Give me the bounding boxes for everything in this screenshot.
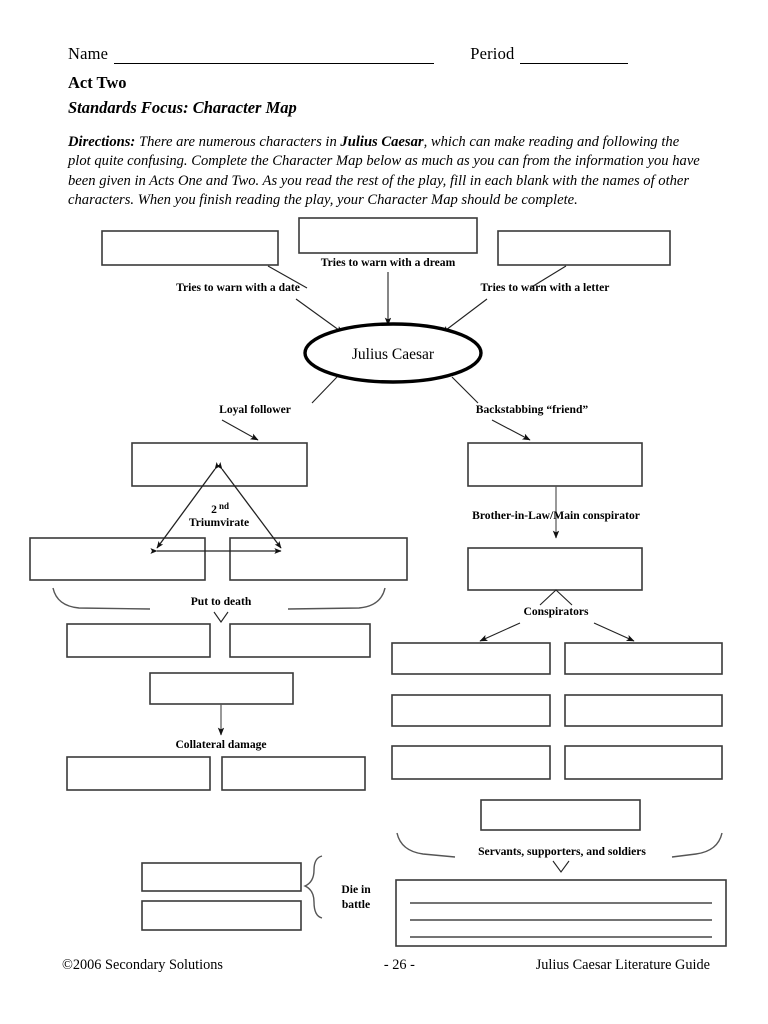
triumvirate-triangle-right <box>215 461 282 549</box>
page-header: Name Period Act Two Standards Focus: Cha… <box>68 44 700 118</box>
label-die-in-battle-line2: battle <box>342 898 370 911</box>
arrow-to-box <box>491 419 531 441</box>
directions-text-after: , which can make reading and following t… <box>68 134 700 209</box>
directions-text-before: There are numerous characters in <box>138 134 337 150</box>
label-triumvirate-number: 2 <box>211 503 217 516</box>
brace-servants <box>396 832 723 858</box>
label-put-to-death: Put to death <box>191 595 252 608</box>
triumvirate-triangle-left <box>156 461 222 549</box>
arrow-to-box <box>479 622 521 642</box>
blank-box <box>298 217 478 254</box>
blank-box <box>66 623 211 658</box>
connector-line <box>529 265 567 289</box>
blank-box <box>391 694 551 727</box>
arrow-to-center <box>441 298 488 334</box>
label-warn-dream: Tries to warn with a dream <box>321 256 456 269</box>
blank-box <box>29 537 206 581</box>
blank-box <box>391 642 551 675</box>
period-label: Period <box>470 44 515 63</box>
page-footer: ©2006 Secondary Solutions - 26 - Julius … <box>62 957 710 974</box>
blank-box <box>564 745 723 780</box>
blank-box <box>467 442 643 487</box>
period-blank-line[interactable] <box>520 50 629 64</box>
lined-answer-box <box>395 879 727 947</box>
blank-box <box>221 756 366 791</box>
blank-box <box>564 694 723 727</box>
center-node-ellipse <box>303 322 483 384</box>
arrow-to-box <box>221 419 259 441</box>
name-blank-line[interactable] <box>114 50 435 64</box>
directions-lead: Directions: <box>68 134 136 150</box>
label-warn-letter: Tries to warn with a letter <box>481 281 610 294</box>
v-connector <box>213 611 229 623</box>
brace-die-in-battle <box>303 855 323 919</box>
label-collateral-damage: Collateral damage <box>175 738 266 751</box>
blank-box <box>141 900 302 931</box>
connector-line <box>451 376 479 404</box>
act-title: Act Two <box>68 73 127 92</box>
arrow-to-center <box>295 298 344 334</box>
center-node-label: Julius Caesar <box>352 346 435 363</box>
connector-line <box>267 265 308 289</box>
footer-guide-title: Julius Caesar Literature Guide <box>535 957 710 973</box>
label-triumvirate-word: Triumvirate <box>189 516 249 529</box>
blank-box <box>497 230 671 266</box>
label-conspirators: Conspirators <box>523 605 589 618</box>
blank-box <box>480 799 641 831</box>
label-die-in-battle-line1: Die in <box>341 883 371 896</box>
blank-box <box>229 623 371 658</box>
label-backstabbing-friend: Backstabbing “friend” <box>476 403 589 416</box>
connector-line <box>311 376 338 404</box>
v-connector <box>552 860 570 873</box>
footer-copyright: ©2006 Secondary Solutions <box>62 957 223 973</box>
directions-paragraph: Directions: There are numerous character… <box>68 133 704 211</box>
label-brother-in-law: Brother-in-Law/Main conspirator <box>472 509 640 522</box>
blank-box <box>391 745 551 780</box>
blank-box <box>101 230 279 266</box>
standards-focus-title: Standards Focus: Character Map <box>68 98 297 117</box>
brace-put-to-death <box>52 587 386 610</box>
label-servants: Servants, supporters, and soldiers <box>478 845 646 858</box>
blank-box <box>467 547 643 591</box>
blank-box <box>66 756 211 791</box>
footer-page-number: - 26 - <box>383 957 415 973</box>
name-label: Name <box>68 44 109 63</box>
name-period-row: Name Period <box>68 44 700 64</box>
directions-play-title: Julius Caesar <box>340 134 424 150</box>
label-triumvirate-ordinal: nd <box>219 501 229 511</box>
blank-box <box>229 537 408 581</box>
blank-box <box>131 442 308 487</box>
blank-box <box>149 672 294 705</box>
label-loyal-follower: Loyal follower <box>219 403 291 416</box>
blank-box <box>141 862 302 892</box>
arrow-to-box <box>593 622 635 642</box>
label-warn-date: Tries to warn with a date <box>176 281 300 294</box>
fork-connector <box>539 589 573 606</box>
blank-box <box>564 642 723 675</box>
